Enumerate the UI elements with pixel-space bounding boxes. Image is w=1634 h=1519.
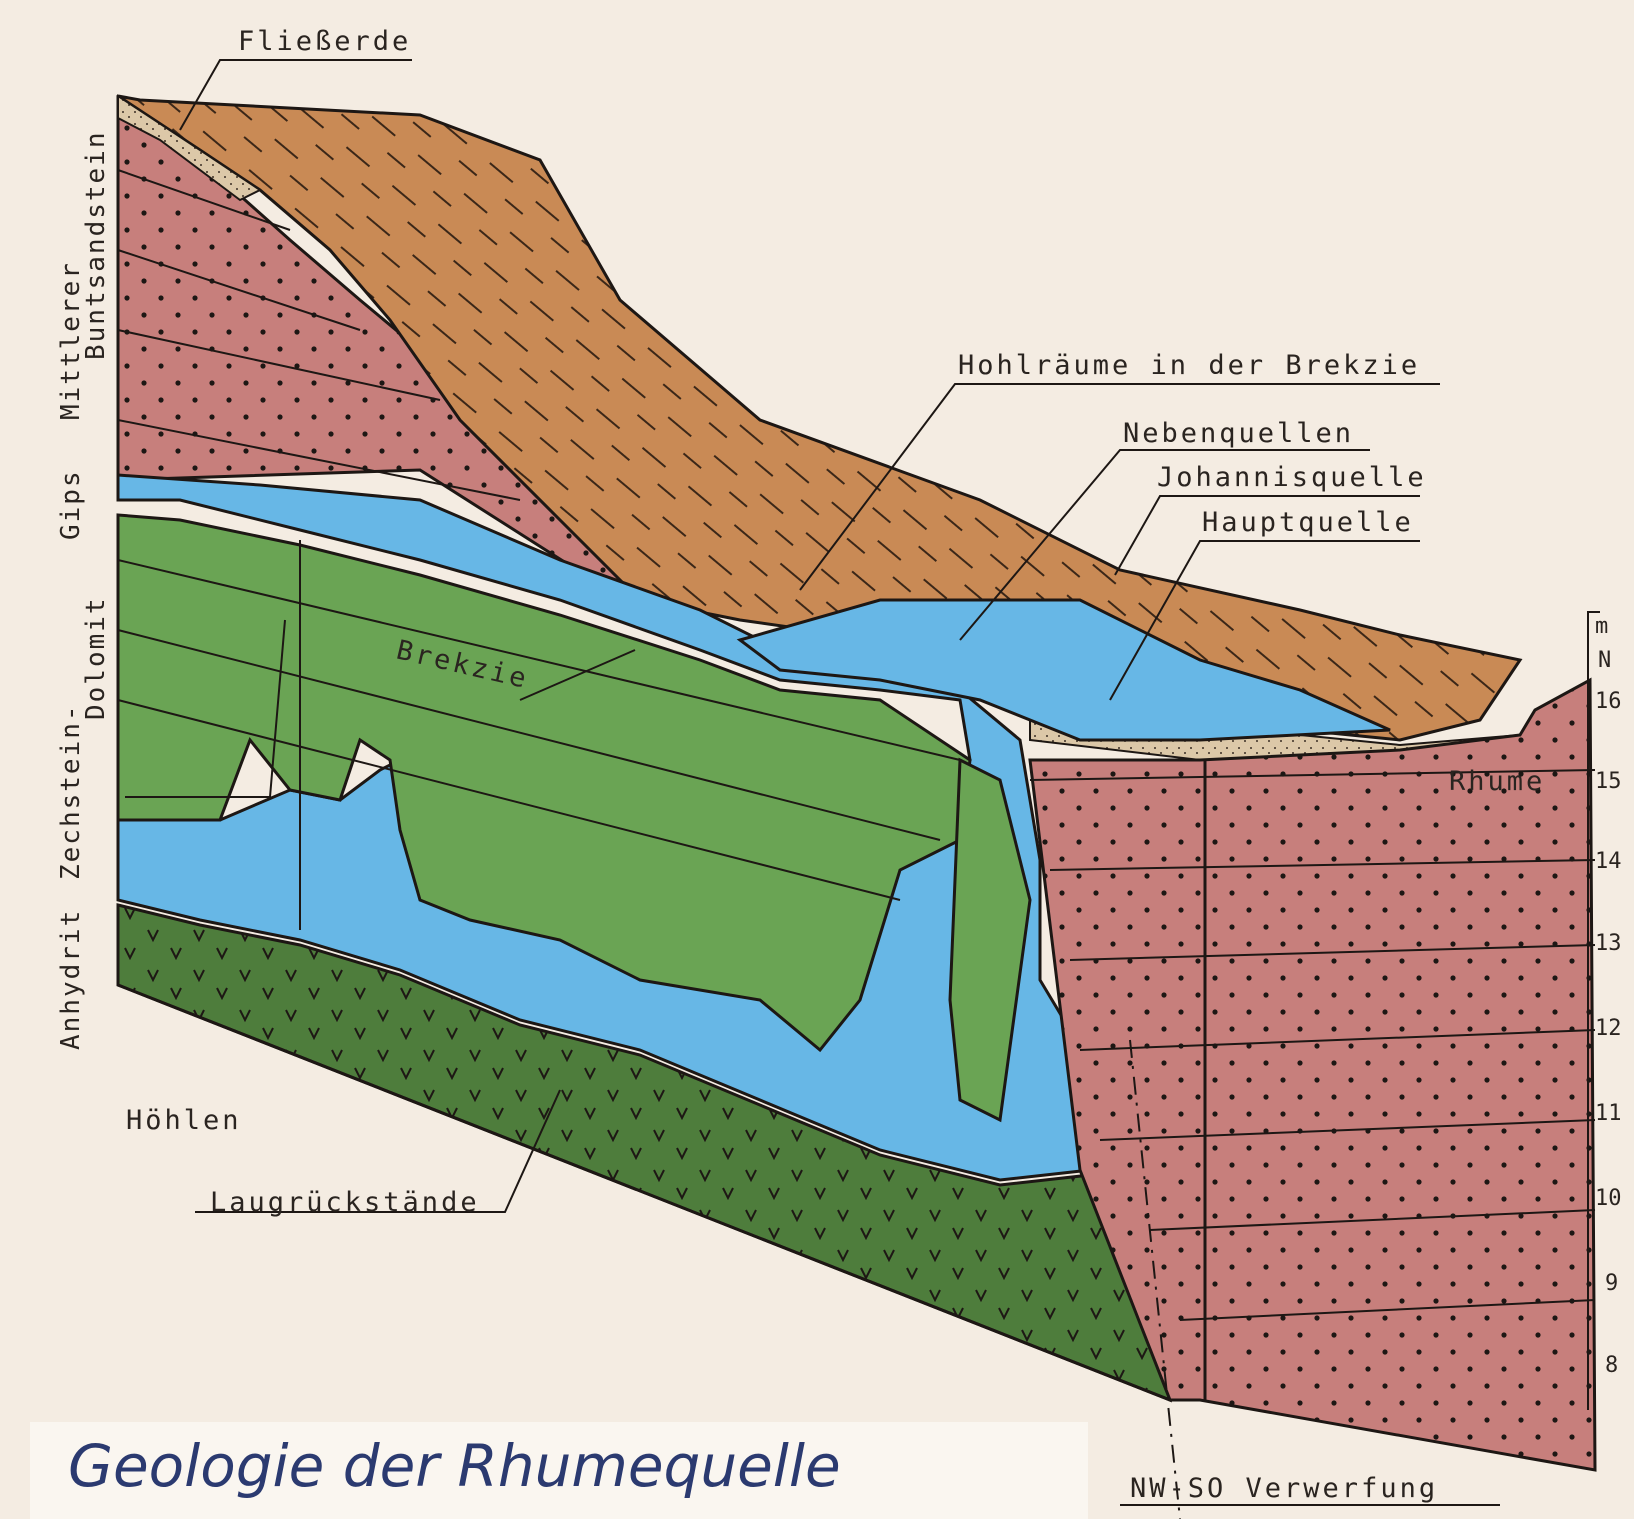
scale-tick: 14 (1595, 849, 1622, 874)
scale-tick: 15 (1595, 769, 1622, 794)
scale-tick: 12 (1595, 1016, 1622, 1041)
label-hoehlen: Höhlen (126, 1105, 242, 1136)
label-fliesserde: Fließerde (238, 26, 411, 57)
label-rhume: Rhume (1449, 766, 1545, 797)
label-buntsandstein: Buntsandstein (81, 131, 111, 361)
scale-tick: 9 (1605, 1271, 1618, 1296)
scale-tick: 10 (1595, 1186, 1622, 1211)
scale-tick: 13 (1595, 931, 1622, 956)
scale-unit: m (1595, 614, 1608, 639)
page-title: Geologie der Rhumequelle (68, 1432, 841, 1500)
label-dolomit: Dolomit (81, 596, 111, 720)
label-johannisquelle: Johannisquelle (1157, 462, 1427, 493)
label-nebenquellen: Nebenquellen (1123, 418, 1354, 449)
label-laugrueckstaende: Laugrückstände (210, 1187, 480, 1218)
scale-tick: 11 (1595, 1101, 1622, 1126)
scale-tick: 8 (1605, 1353, 1618, 1378)
label-gips: Gips (56, 469, 86, 540)
label-anhydrit: Anhydrit (56, 909, 86, 1050)
label-hauptquelle: Hauptquelle (1202, 507, 1414, 538)
scale-datum: N (1598, 648, 1611, 673)
label-hohlraeume: Hohlräume in der Brekzie (958, 350, 1420, 381)
label-zechstein: Zechstein- (56, 703, 86, 880)
scale-tick: 16 (1595, 689, 1622, 714)
label-verwerfung: NW-SO Verwerfung (1130, 1473, 1438, 1504)
